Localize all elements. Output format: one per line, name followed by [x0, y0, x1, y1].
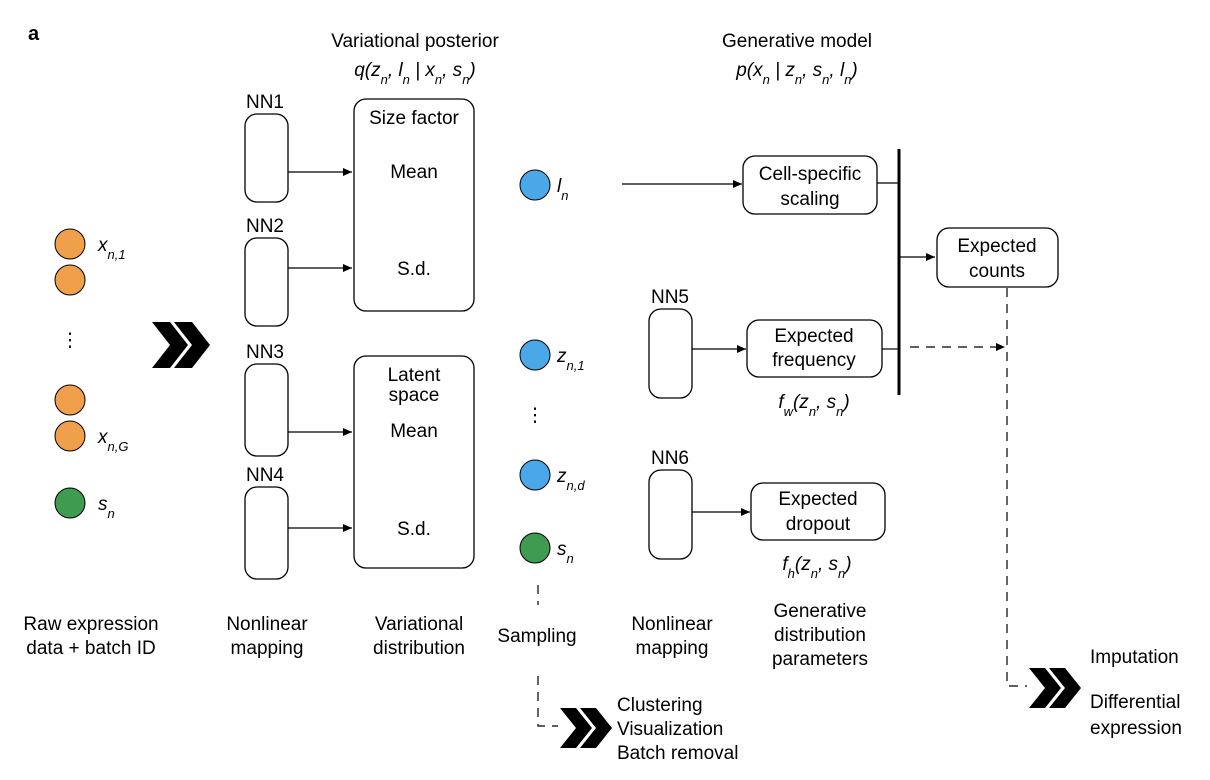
frequency-function: fw(zn, sn) [778, 392, 849, 419]
panel-label: a [28, 23, 40, 45]
expected-counts-box [936, 227, 1059, 288]
de-label-line1: Differential [1090, 692, 1180, 713]
nn5-capsule [648, 308, 693, 399]
sample-l-label: ln [557, 176, 568, 203]
input-node-s [54, 487, 86, 519]
expected-dropout-line2: dropout [786, 514, 851, 535]
variational-line1: Variational [375, 614, 463, 635]
expected-frequency-line1: Expected [774, 326, 853, 347]
input-node-x1 [54, 228, 86, 260]
sample-node-s [519, 532, 551, 564]
dashed-path-counts [1006, 288, 1027, 687]
nn1-capsule [244, 113, 289, 203]
latent-chevron-icon [560, 708, 612, 748]
nn1-label: NN1 [246, 92, 284, 113]
input-ellipsis: ⋮ [61, 330, 80, 351]
chevron-arrow-icon [152, 322, 210, 368]
generative-params-line1: Generative [774, 601, 867, 622]
cell-scaling-line2: scaling [780, 189, 839, 210]
cell-scaling-line1: Cell-specific [759, 164, 861, 185]
nonlinear1-line1: Nonlinear [226, 614, 308, 635]
nn2-capsule [244, 237, 289, 327]
posterior-title: Variational posterior [331, 31, 499, 52]
nn4-capsule [244, 486, 289, 580]
nonlinear2-line1: Nonlinear [631, 614, 713, 635]
input-node-xG-1 [54, 384, 86, 416]
expected-frequency-line2: frequency [772, 350, 856, 371]
generative-params-line2: distribution [774, 625, 866, 646]
input-s-label: sn [98, 494, 115, 521]
latent-task-3: Batch removal [617, 743, 738, 764]
sampling-label: Sampling [497, 626, 576, 647]
nn5-label: NN5 [651, 287, 689, 308]
nonlinear2-line2: mapping [636, 638, 709, 659]
sample-node-zd [519, 459, 551, 491]
expected-dropout-line1: Expected [778, 489, 857, 510]
dropout-function: fh(zn, sn) [782, 554, 851, 581]
latent-space-title-2: space [389, 385, 440, 406]
de-label-line2: expression [1090, 718, 1182, 739]
nn6-capsule [648, 469, 693, 560]
sample-z1-label: zn,1 [556, 346, 585, 373]
latent-task-1: Clustering [617, 695, 703, 716]
posterior-formula: q(zn, ln | xn, sn) [354, 60, 476, 87]
size-factor-box [353, 98, 475, 312]
size-factor-title: Size factor [369, 108, 459, 129]
size-factor-sd: S.d. [397, 259, 431, 280]
dashed-path-sampling [537, 676, 558, 727]
expected-dropout-box [750, 482, 886, 541]
cell-scaling-box [742, 155, 878, 215]
input-x1-label: xn,1 [97, 235, 126, 262]
nn2-label: NN2 [246, 216, 284, 237]
nn6-label: NN6 [651, 448, 689, 469]
input-node-x2 [54, 264, 86, 296]
nn3-label: NN3 [246, 342, 284, 363]
latent-space-box [353, 355, 475, 569]
size-factor-mean: Mean [390, 162, 438, 183]
sample-node-z1 [519, 339, 551, 371]
nn4-label: NN4 [246, 465, 284, 486]
input-node-xG [54, 420, 86, 452]
latent-space-mean: Mean [390, 421, 438, 442]
nonlinear1-line2: mapping [231, 638, 304, 659]
generative-title: Generative model [722, 31, 872, 52]
variational-line2: distribution [373, 638, 465, 659]
generative-params-line3: parameters [772, 649, 868, 670]
raw-label-line1: Raw expression [23, 614, 158, 635]
sample-node-l [519, 169, 551, 201]
nn3-capsule [244, 363, 289, 457]
expected-counts-line2: counts [969, 261, 1025, 282]
input-xG-label: xn,G [97, 427, 128, 454]
sample-ellipsis: ⋮ [526, 405, 545, 426]
latent-space-sd: S.d. [397, 519, 431, 540]
expected-counts-line1: Expected [957, 236, 1036, 257]
generative-formula: p(xn | zn, sn, ln) [735, 60, 858, 87]
sample-s-label: sn [557, 539, 574, 566]
latent-task-2: Visualization [617, 719, 723, 740]
raw-label-line2: data + batch ID [26, 638, 155, 659]
latent-space-title-1: Latent [388, 365, 442, 386]
sample-zd-label: zn,d [556, 466, 585, 493]
counts-chevron-icon [1029, 668, 1081, 708]
imputation-label: Imputation [1090, 647, 1179, 668]
